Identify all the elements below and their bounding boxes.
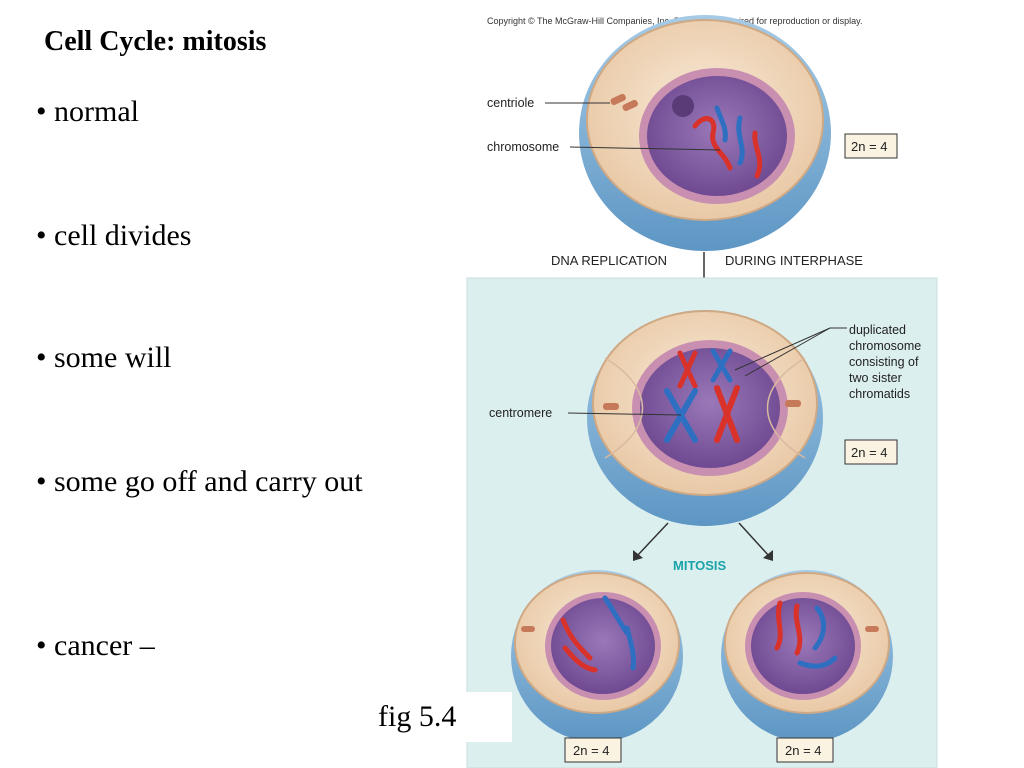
- during-interphase-label: DURING INTERPHASE: [725, 253, 863, 268]
- spindle-fiber: [604, 357, 644, 459]
- chromosome-label: chromosome: [487, 140, 559, 154]
- centromere-leader: [567, 412, 682, 416]
- chromosome-red-1: [692, 116, 733, 171]
- spindle-fiber: [766, 357, 806, 459]
- nucleus: [751, 598, 855, 694]
- centriole-shape: [865, 626, 879, 632]
- chromosome-red: [793, 603, 803, 656]
- mitosis-arrowhead-right: [763, 550, 773, 561]
- chromosome-blue: [624, 625, 636, 671]
- centriole-shape: [610, 93, 626, 106]
- mitosis-arrow-right: [738, 522, 770, 557]
- slide-title: Cell Cycle: mitosis: [44, 26, 267, 57]
- mitosis-label: MITOSIS: [673, 558, 727, 573]
- ploidy-box-bottom-right: [776, 737, 834, 763]
- chromosome-leader: [569, 146, 721, 151]
- chromosome-blue: [812, 605, 826, 651]
- duplicated-leader: [734, 327, 831, 371]
- chromosome-blue-1: [714, 105, 728, 143]
- chromosome-blue: [797, 655, 838, 669]
- ploidy-bottom-right: 2n = 4: [785, 743, 822, 758]
- mitosis-arrow-left: [636, 522, 669, 557]
- mitosis-arrowhead-left: [633, 550, 643, 561]
- duplicated-label-3: consisting of: [849, 355, 919, 369]
- bullet-normal: • normal: [36, 95, 139, 128]
- centriole-shape: [622, 99, 638, 112]
- duplicated-label-2: chromosome: [849, 339, 921, 353]
- centriole-shape: [603, 403, 619, 410]
- duplicated-label-5: chromatids: [849, 387, 910, 401]
- chromatid-red-1: [677, 350, 698, 389]
- chromosome-red: [560, 617, 593, 661]
- duplicated-label-1: duplicated: [849, 323, 906, 337]
- daughter-cell-right: 2n = 4: [721, 570, 893, 763]
- chromosome-red: [774, 600, 783, 651]
- nucleus: [640, 348, 780, 468]
- ploidy-box-bottom-left: [564, 737, 622, 763]
- chromosome-red: [562, 645, 598, 673]
- centromere-label: centromere: [489, 406, 552, 420]
- chromatid-blue-1: [710, 348, 733, 383]
- bullet-cell-divides: • cell divides: [36, 219, 192, 252]
- ploidy-box-top: [844, 133, 898, 159]
- centriole-shape: [785, 400, 801, 407]
- ploidy-box-middle: [844, 439, 898, 465]
- chromatid-red-2: [714, 385, 740, 443]
- centriole-shape: [521, 626, 535, 632]
- bullet-carry-out: • some go off and carry out: [36, 465, 363, 498]
- daughter-cell-left: 2n = 4: [511, 570, 683, 763]
- duplicated-label-4: two sister: [849, 371, 902, 385]
- dna-replication-label: DNA REPLICATION: [551, 253, 667, 268]
- prophase-cell: centromere duplicated chromosome consist…: [489, 310, 921, 526]
- chromosome-blue-2: [736, 115, 745, 166]
- bullet-cancer: • cancer –: [36, 629, 155, 662]
- ploidy-middle: 2n = 4: [851, 445, 888, 460]
- figure-art: Copyright © The McGraw-Hill Companies, I…: [466, 15, 938, 768]
- interphase-cell: centriole chromosome 2n = 4: [487, 15, 898, 251]
- figure-caption: fig 5.4: [366, 692, 512, 742]
- bullet-some-will: • some will: [36, 341, 172, 374]
- ploidy-bottom-left: 2n = 4: [573, 743, 610, 758]
- chromatid-blue-2: [664, 388, 698, 443]
- chromosome-red-2: [752, 130, 763, 179]
- duplicated-leader: [744, 327, 831, 377]
- mitosis-figure: Copyright © The McGraw-Hill Companies, I…: [455, 8, 950, 768]
- nucleus: [647, 76, 787, 196]
- nucleolus: [672, 95, 694, 117]
- centriole-label: centriole: [487, 96, 534, 110]
- nucleus: [551, 598, 655, 694]
- ploidy-top: 2n = 4: [851, 139, 888, 154]
